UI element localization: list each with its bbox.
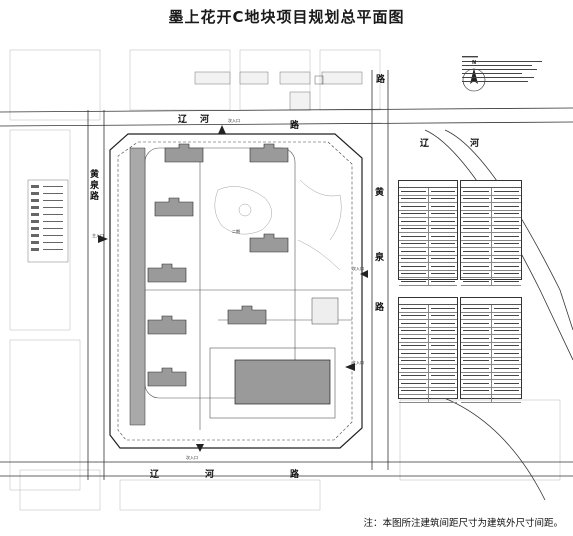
label-east-secondary-entrance: 次入口 bbox=[352, 266, 364, 271]
ancillary-building bbox=[311, 297, 339, 325]
road-label-north-3: 路 bbox=[290, 121, 300, 131]
road-label-ne: 路 bbox=[376, 75, 386, 85]
north-arrow-icon bbox=[462, 68, 486, 92]
label-west-entrance: 主入口 bbox=[92, 233, 104, 238]
label-south-entrance: 次入口 bbox=[186, 455, 198, 460]
context-grid bbox=[9, 49, 561, 511]
road-label-north-1: 辽 bbox=[178, 115, 188, 125]
footer-note: 注：本图所注建筑间距尺寸为建筑外尺寸间距。 bbox=[363, 518, 563, 529]
context-buildings bbox=[194, 71, 363, 111]
marker-box bbox=[314, 75, 324, 85]
road-label-south-3: 路 bbox=[290, 470, 300, 480]
label-east-entrance: 主入口 bbox=[352, 360, 364, 365]
setback-line bbox=[117, 141, 353, 441]
page-title: 墨上花开C地块项目规划总平面图 bbox=[168, 8, 405, 26]
road-label-east-he: 河 bbox=[470, 139, 480, 149]
residential-towers bbox=[147, 143, 289, 387]
table-phase-2 bbox=[460, 297, 522, 403]
table-economic-indicators-2 bbox=[460, 180, 522, 286]
road-label-west: 黄泉路 bbox=[90, 170, 100, 202]
road-label-east-liao: 辽 bbox=[420, 139, 430, 149]
commercial-block bbox=[234, 359, 331, 405]
drawing-notes bbox=[462, 56, 542, 82]
legend bbox=[27, 179, 69, 263]
road-label-east-2: 泉 bbox=[375, 253, 385, 263]
garage-strip bbox=[129, 147, 146, 426]
landscape bbox=[214, 179, 342, 271]
site-boundary bbox=[109, 133, 363, 449]
entrance-arrows bbox=[98, 125, 368, 452]
road-label-east-1: 黄 bbox=[375, 188, 385, 198]
road-label-south-2: 河 bbox=[205, 470, 215, 480]
label-phase-2: 二期 bbox=[232, 229, 240, 234]
road-label-east-3: 路 bbox=[375, 303, 385, 313]
north-label: N bbox=[472, 60, 477, 66]
site-plan-drawing bbox=[0, 49, 573, 511]
road-label-north-2: 河 bbox=[200, 115, 210, 125]
table-economic-indicators-1 bbox=[398, 180, 458, 286]
table-phase-1 bbox=[398, 297, 458, 403]
label-north-entrance: 次入口 bbox=[228, 118, 240, 123]
road-label-south-1: 辽 bbox=[150, 470, 160, 480]
commercial-outline bbox=[209, 347, 336, 419]
